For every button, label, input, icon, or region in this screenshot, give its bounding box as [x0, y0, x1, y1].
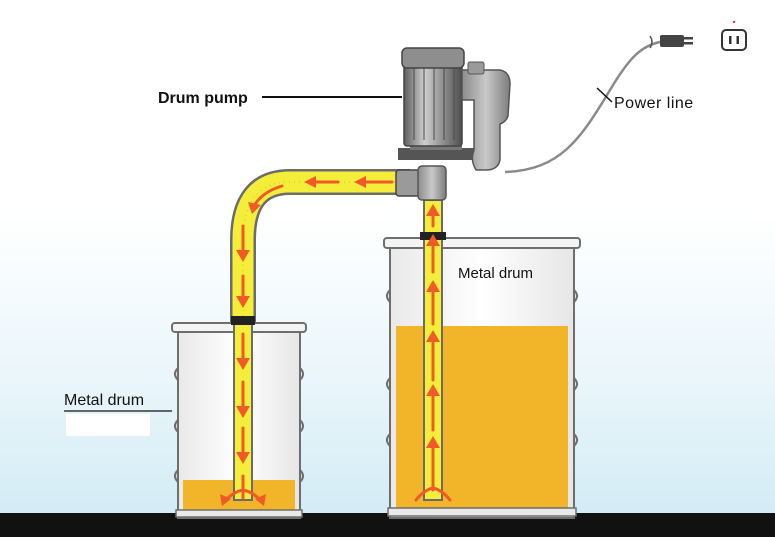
arrow-down-5 [236, 426, 250, 464]
arrow-curve [248, 184, 284, 214]
metal-drum-large-label: Metal drum [458, 265, 533, 282]
liquid-large-drum [396, 326, 568, 516]
arrow-up-1 [426, 436, 440, 492]
drum-pump [395, 47, 511, 201]
arrow-up-6 [426, 204, 440, 228]
drum-pump-label: Drum pump [158, 90, 248, 107]
arrow-down-3 [236, 332, 250, 370]
arrow-up-4 [426, 280, 440, 326]
floor [0, 513, 775, 537]
arrow-left-2 [304, 176, 340, 188]
outflow-arrows [220, 474, 266, 506]
arrow-up-5 [426, 234, 440, 274]
flow-arrows [220, 176, 452, 506]
arrow-left-1 [354, 176, 394, 188]
wall-outlet-icon [721, 20, 747, 51]
arrow-down-4 [236, 380, 250, 418]
power-line-label: Power line [614, 95, 694, 112]
power-line-callout: Power line [596, 87, 694, 112]
arrow-down-2 [236, 274, 250, 308]
drum-pump-callout: Drum pump [158, 90, 402, 107]
transfer-hose [230, 169, 410, 322]
power-plug-icon [649, 35, 693, 49]
arrow-down-1 [236, 224, 250, 262]
metal-drum-small-callout: Metal drum [64, 392, 172, 436]
arrow-up-3 [426, 330, 440, 382]
power-line-cable [504, 40, 661, 174]
metal-drum-small-label: Metal drum [64, 392, 144, 409]
arrow-up-2 [426, 384, 440, 432]
intake-arrows [414, 486, 452, 502]
